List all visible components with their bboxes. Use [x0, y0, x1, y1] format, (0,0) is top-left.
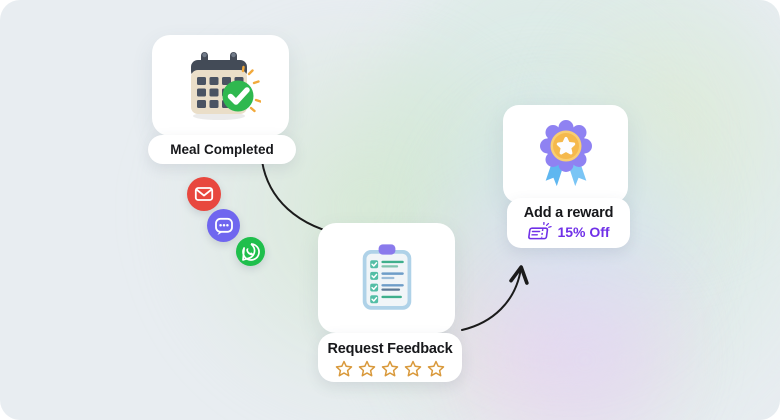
star-icon[interactable] — [335, 360, 353, 377]
star-rating[interactable] — [335, 360, 445, 377]
reward-offer-text: 15% Off — [557, 223, 610, 240]
whatsapp-icon — [241, 242, 260, 261]
chat-bubble-icon — [214, 217, 233, 235]
envelope-icon — [194, 187, 214, 201]
trigger-label-text: Meal Completed — [170, 142, 274, 157]
trigger-label[interactable]: Meal Completed — [148, 135, 296, 164]
feedback-label[interactable]: Request Feedback — [318, 333, 462, 382]
channel-whatsapp[interactable] — [236, 237, 265, 266]
calendar-check-3d-icon — [190, 51, 261, 120]
star-icon[interactable] — [427, 360, 445, 377]
reward-label[interactable]: Add a reward 15% Off — [507, 198, 630, 248]
feedback-label-text: Request Feedback — [327, 340, 453, 357]
star-icon[interactable] — [381, 360, 399, 377]
channel-email[interactable] — [187, 177, 221, 211]
reward-label-text: Add a reward — [523, 205, 614, 221]
star-icon[interactable] — [358, 360, 376, 377]
trigger-card[interactable] — [152, 35, 289, 136]
coupon-ticket-icon — [528, 222, 553, 240]
award-medal-3d-icon — [539, 120, 592, 187]
channel-chat[interactable] — [207, 209, 240, 242]
clipboard-checklist-3d-icon — [362, 244, 411, 310]
reward-offer: 15% Off — [527, 222, 610, 241]
star-icon[interactable] — [404, 360, 422, 377]
reward-card[interactable] — [503, 105, 628, 203]
feedback-card[interactable] — [318, 223, 455, 333]
